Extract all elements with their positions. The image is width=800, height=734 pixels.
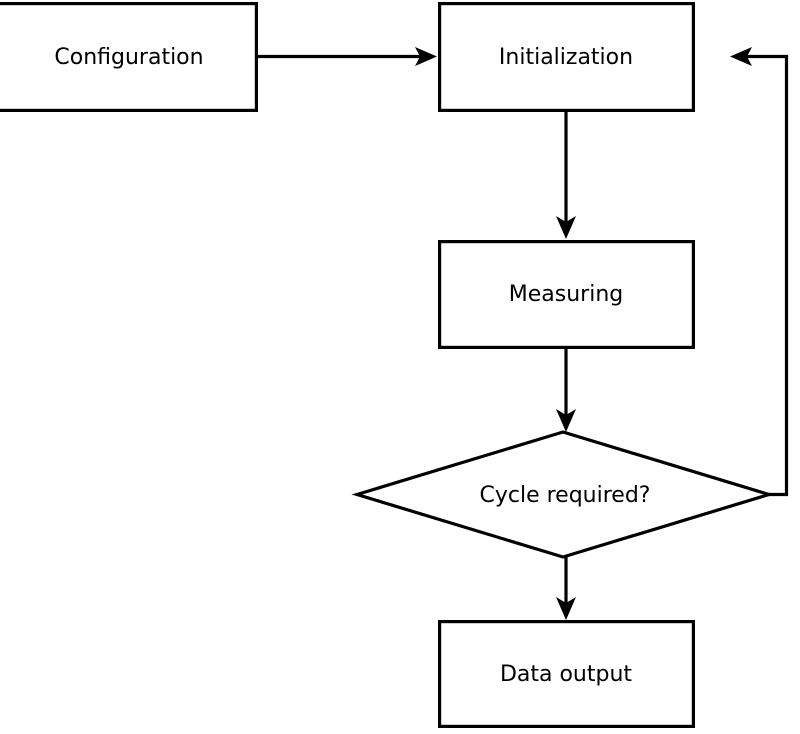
edge-cycle-required-feedback-to-initialization [730,47,789,497]
data-output-box[interactable] [438,619,696,728]
node-data-output[interactable]: Data output [438,619,696,728]
cycle-required-diamond[interactable] [351,430,775,559]
initialization-label: Initialization [499,45,633,70]
arrowhead-left-icon [730,47,752,66]
arrowhead-down-icon [556,409,576,432]
configuration-box[interactable] [0,1,258,113]
node-initialization[interactable]: Initialization [438,1,696,113]
measuring-box[interactable] [438,240,696,350]
data-output-label: Data output [500,662,632,687]
node-configuration[interactable]: Configuration [0,1,258,113]
measuring-label: Measuring [509,282,623,307]
configuration-label: Configuration [54,45,203,70]
initialization-box[interactable] [438,1,696,113]
edge-measuring-to-cycle-required [556,349,576,432]
edge-configuration-to-initialization [258,47,437,66]
edge-line-feedback-loop [745,54,789,497]
arrowhead-down-icon [556,597,576,620]
edge-cycle-required-to-data-output [556,556,576,620]
edge-initialization-to-measuring [556,112,576,239]
cycle-required-label: Cycle required? [480,483,651,508]
arrowhead-right-icon [415,47,437,66]
arrowhead-down-icon [556,216,576,239]
node-measuring[interactable]: Measuring [438,240,696,350]
node-cycle-required[interactable]: Cycle required? [351,430,775,559]
